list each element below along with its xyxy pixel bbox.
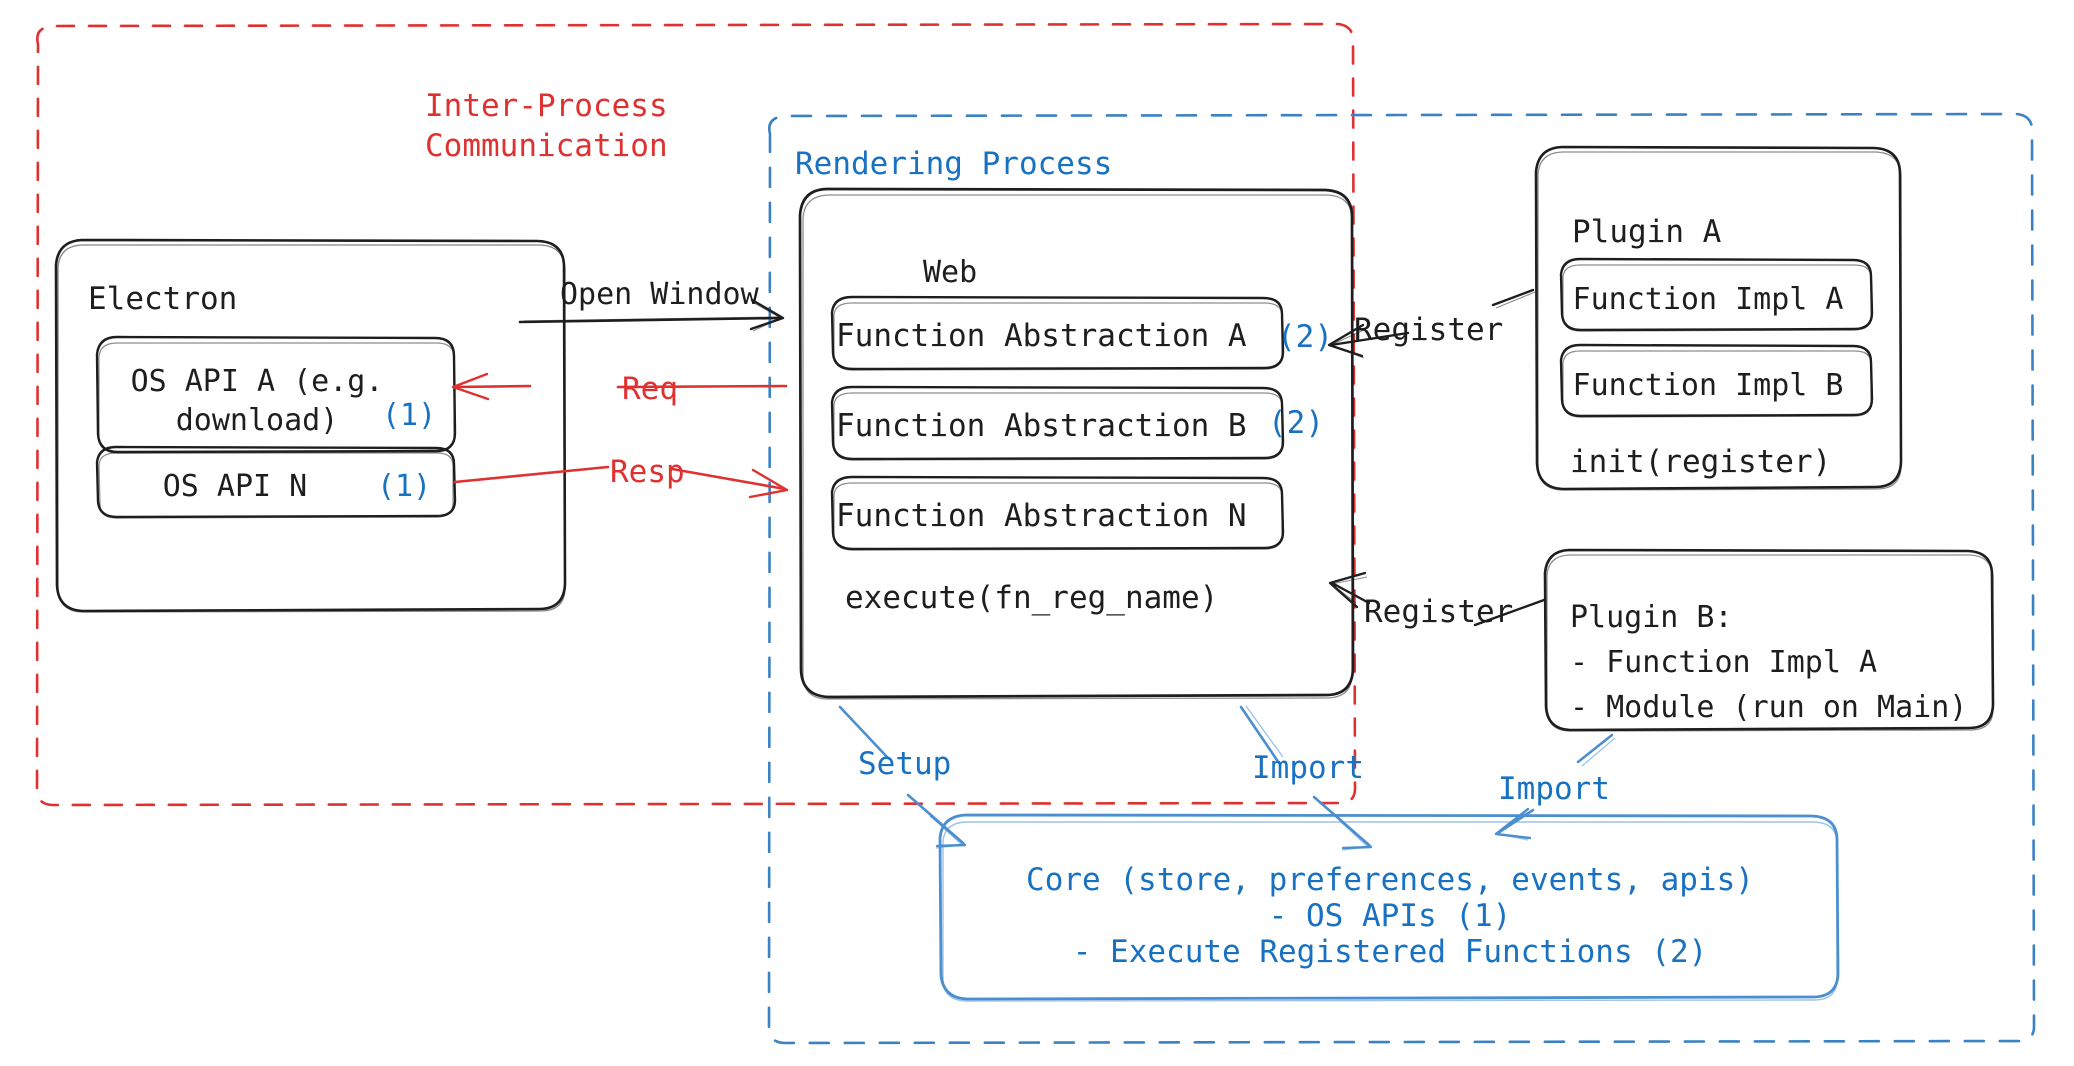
- function-abstraction-b-badge: (2): [1268, 405, 1324, 441]
- core-item-execute-registered: - Execute Registered Functions (2): [1072, 934, 1708, 970]
- plugin-b-title: Plugin B:: [1570, 600, 1733, 635]
- function-abstraction-n-label[interactable]: Function Abstraction N: [836, 498, 1247, 534]
- open-window-edge-label: Open Window: [560, 277, 759, 312]
- os-api-a-badge: (1): [382, 398, 437, 433]
- function-abstraction-a-label[interactable]: Function Abstraction A: [836, 318, 1247, 354]
- core-title: Core (store, preferences, events, apis): [1026, 862, 1754, 898]
- function-impl-a-label[interactable]: Function Impl A: [1572, 282, 1844, 317]
- rendering-region-label: Rendering Process: [795, 146, 1113, 182]
- register-b-edge-label: Register: [1364, 594, 1514, 630]
- os-api-n-badge: (1): [377, 469, 432, 504]
- os-api-n-label[interactable]: OS API N: [162, 469, 308, 504]
- ipc-region-label: Inter-Process Communication: [425, 88, 668, 165]
- function-impl-b-label[interactable]: Function Impl B: [1572, 368, 1844, 403]
- function-abstraction-a-badge: (2): [1277, 319, 1333, 355]
- import-plugin-b-edge-label: Import: [1498, 771, 1610, 807]
- plugin-a-title: Plugin A: [1572, 214, 1722, 250]
- plugin-a-init-label: init(register): [1570, 444, 1832, 480]
- plugin-b-item-module: - Module (run on Main): [1570, 690, 1968, 725]
- setup-edge-label: Setup: [858, 746, 952, 782]
- web-title: Web: [923, 255, 978, 290]
- os-api-a-label[interactable]: OS API A (e.g. download): [130, 364, 384, 438]
- resp-edge-label: Resp: [610, 454, 685, 490]
- core-item-os-apis: - OS APIs (1): [1268, 898, 1512, 934]
- web-execute-label: execute(fn_reg_name): [845, 580, 1219, 616]
- register-a-edge-label: Register: [1354, 312, 1504, 348]
- function-abstraction-b-label[interactable]: Function Abstraction B: [836, 408, 1247, 444]
- req-arrow: [451, 372, 788, 401]
- electron-title: Electron: [88, 281, 238, 317]
- import-web-edge-label: Import: [1252, 750, 1364, 786]
- req-edge-label: Req: [622, 371, 678, 407]
- plugin-b-item-function-impl-a: - Function Impl A: [1570, 645, 1878, 680]
